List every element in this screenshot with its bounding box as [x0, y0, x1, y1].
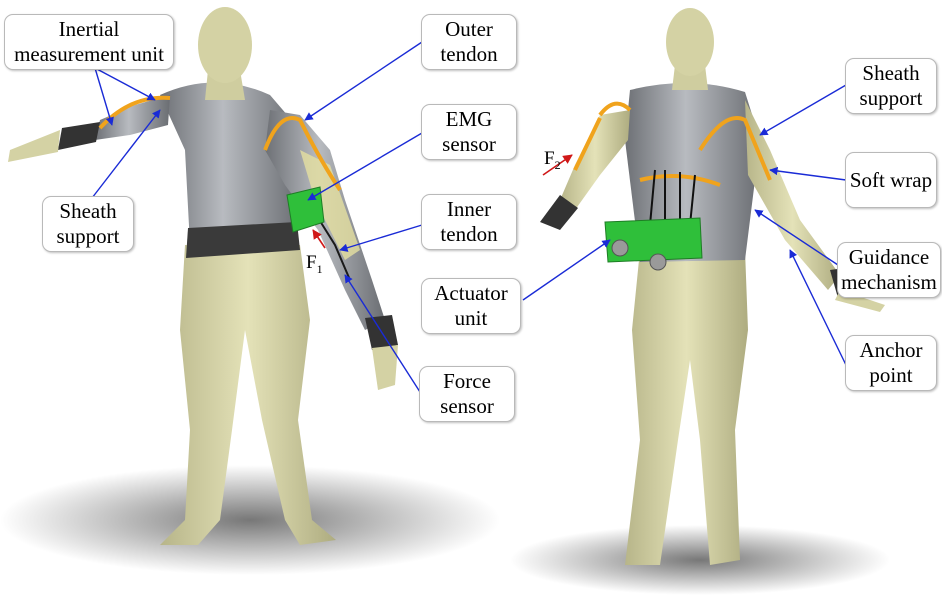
- pointer-sheath-right: [760, 85, 846, 135]
- back-right-arm: [745, 100, 840, 290]
- label-inner-tendon: Inner tendon: [421, 194, 517, 250]
- front-left-arm: [95, 95, 170, 140]
- label-sheath-support-front: Sheath support: [42, 196, 134, 252]
- front-shadow: [0, 465, 500, 575]
- back-figure: [510, 8, 890, 595]
- label-soft-wrap: Soft wrap: [845, 152, 937, 208]
- back-shadow: [510, 525, 890, 595]
- back-actuator-motor: [612, 240, 628, 256]
- label-emg-sensor: EMG sensor: [421, 104, 517, 160]
- label-force-sensor: Force sensor: [419, 366, 515, 422]
- back-actuator-motor: [650, 254, 666, 270]
- label-sheath-support-back: Sheath support: [845, 58, 937, 114]
- front-left-hand: [8, 130, 60, 162]
- pointer-outer-tendon: [305, 42, 422, 120]
- pointer-actuator: [523, 240, 610, 300]
- front-head: [198, 7, 252, 83]
- front-left-glove: [58, 122, 100, 150]
- label-imu: Inertial measurement unit: [4, 14, 174, 70]
- label-guidance-mechanism: Guidance mechanism: [837, 242, 941, 298]
- force-label-f2: F2: [544, 148, 561, 173]
- label-outer-tendon: Outer tendon: [421, 14, 517, 70]
- pointer-imu: [95, 68, 112, 125]
- force-label-f1: F1: [306, 252, 323, 277]
- label-actuator-unit: Actuator unit: [421, 278, 521, 334]
- label-anchor-point: Anchor point: [845, 335, 937, 391]
- back-legs: [625, 250, 748, 565]
- pointer-imu: [95, 68, 155, 100]
- back-head: [666, 8, 714, 76]
